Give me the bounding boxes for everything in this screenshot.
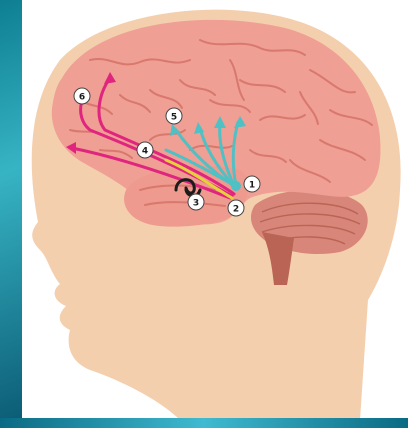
marker-5-label: 5 — [171, 113, 177, 123]
marker-4-label: 4 — [142, 147, 148, 157]
marker-6: 6 — [74, 88, 90, 104]
marker-5: 5 — [166, 108, 182, 124]
marker-1-label: 1 — [249, 181, 255, 191]
marker-4: 4 — [137, 142, 153, 158]
marker-3: 3 — [188, 194, 204, 210]
marker-3-label: 3 — [193, 199, 199, 209]
marker-6-label: 6 — [79, 93, 85, 103]
marker-2-label: 2 — [233, 205, 239, 215]
marker-2: 2 — [228, 200, 244, 216]
marker-1: 1 — [244, 176, 260, 192]
pathway-teal-origin — [231, 181, 241, 191]
background-strip-bottom — [0, 418, 408, 428]
